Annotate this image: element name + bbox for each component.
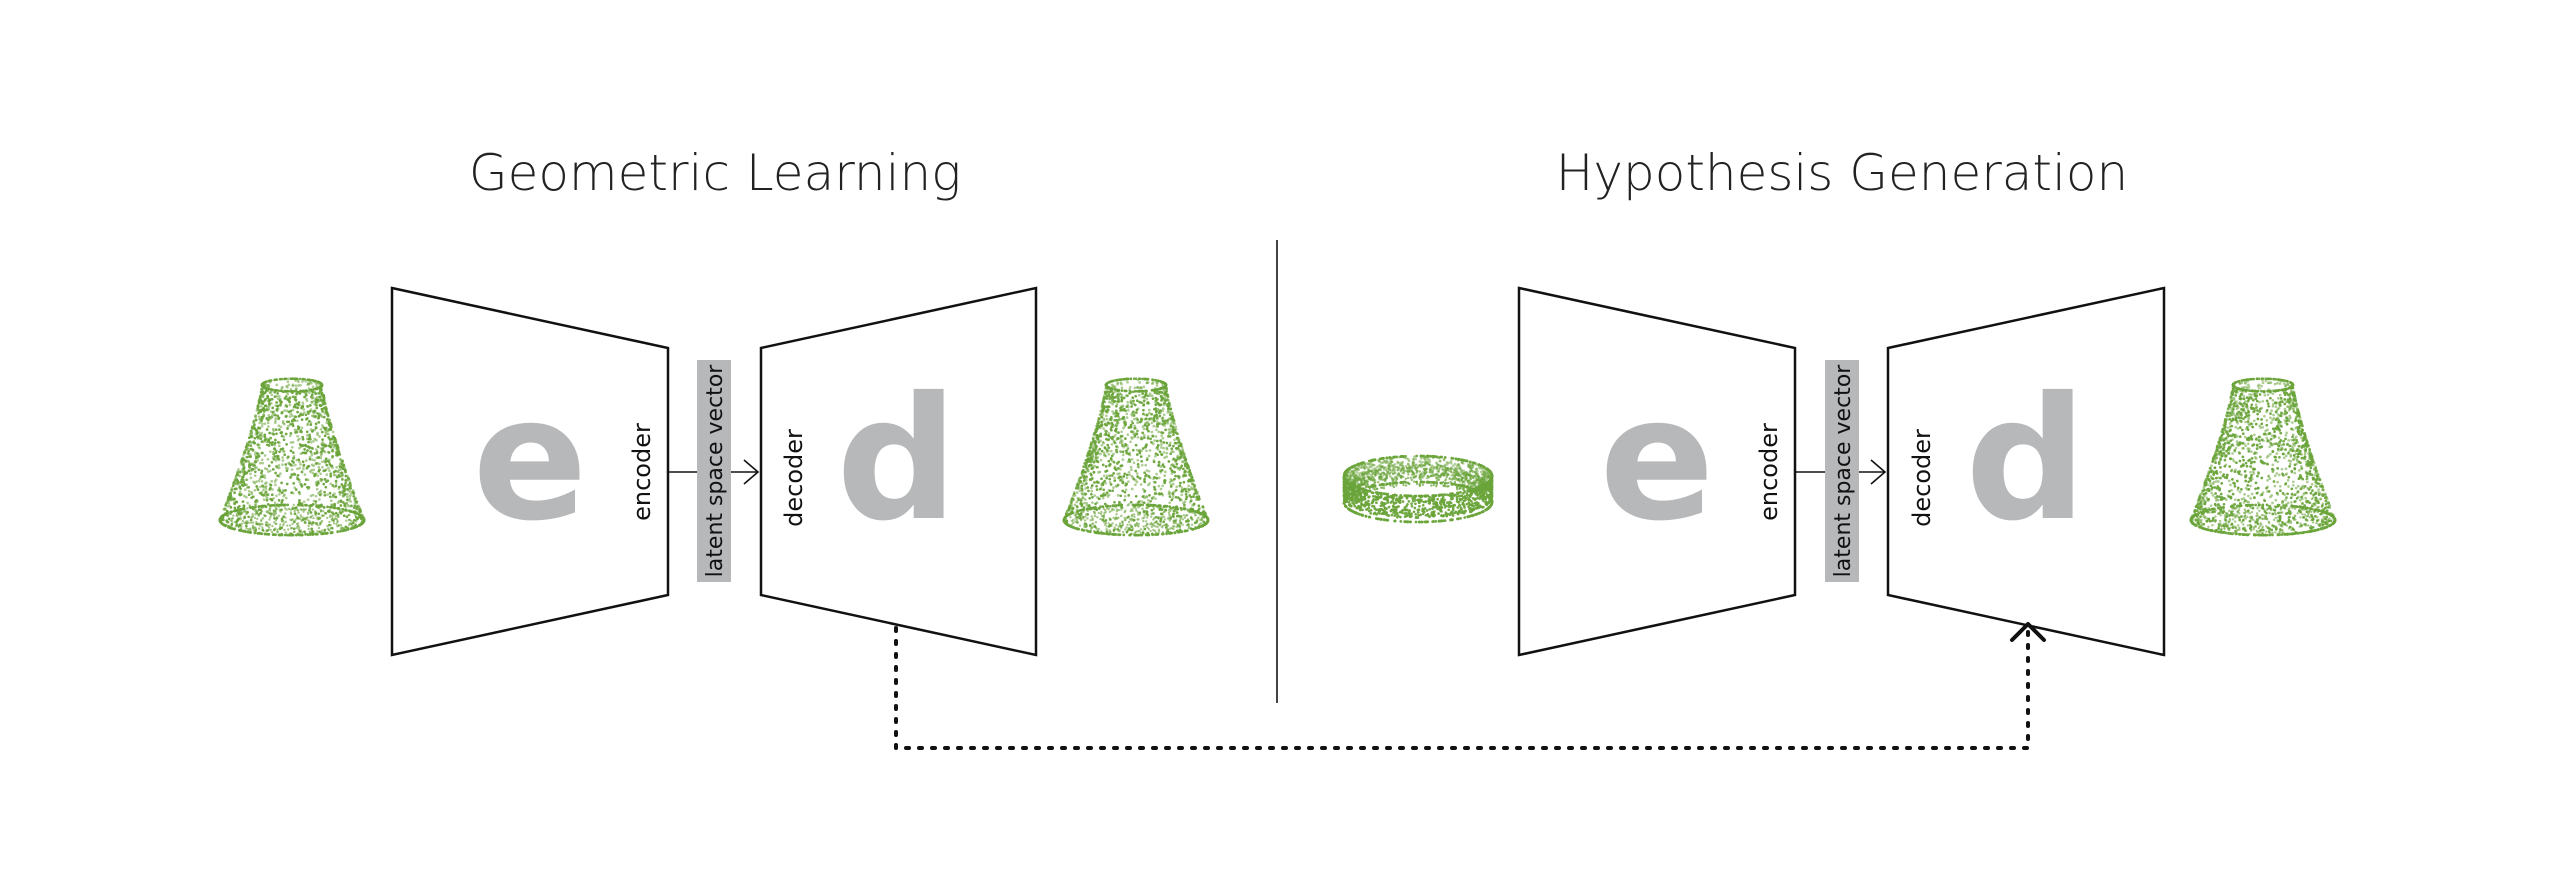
latent-space-label: latent space vector <box>703 364 728 578</box>
decoder-trapezoid <box>1886 286 2166 657</box>
latent-space-bar <box>1825 360 1859 582</box>
encoder-letter: e <box>1599 361 1714 559</box>
decoder-label: decoder <box>780 429 808 527</box>
panel-geometric-learning: Geometric Learning e encoder latent spac… <box>218 144 1210 657</box>
encoder-label: encoder <box>1755 423 1783 521</box>
encoder-label: encoder <box>628 423 656 521</box>
encoder-trapezoid <box>390 286 670 657</box>
output-point-cloud-vase <box>1062 377 1210 537</box>
encoder-trapezoid <box>1517 286 1797 657</box>
panel-title-hypothesis-generation: Hypothesis Generation <box>1556 144 2128 202</box>
transfer-arrow-head <box>2010 622 2046 642</box>
decoder-transfer-connector <box>894 626 2030 750</box>
decoder-letter: d <box>836 361 958 559</box>
decoder-label: decoder <box>1908 429 1936 527</box>
latent-arrow-head <box>1870 459 1887 485</box>
panel-title-geometric-learning: Geometric Learning <box>469 144 961 202</box>
encoder-letter: e <box>472 361 587 559</box>
latent-arrow-head <box>743 459 760 485</box>
output-point-cloud-vase <box>2189 377 2337 537</box>
decoder-letter: d <box>1965 361 2087 559</box>
decoder-trapezoid <box>759 286 1038 657</box>
input-point-cloud-vase <box>218 377 366 537</box>
input-point-cloud-ring <box>1342 454 1494 524</box>
latent-space-bar <box>697 360 731 582</box>
panel-hypothesis-generation: Hypothesis Generation e encoder latent s… <box>1342 144 2337 657</box>
latent-space-label: latent space vector <box>1831 364 1856 578</box>
